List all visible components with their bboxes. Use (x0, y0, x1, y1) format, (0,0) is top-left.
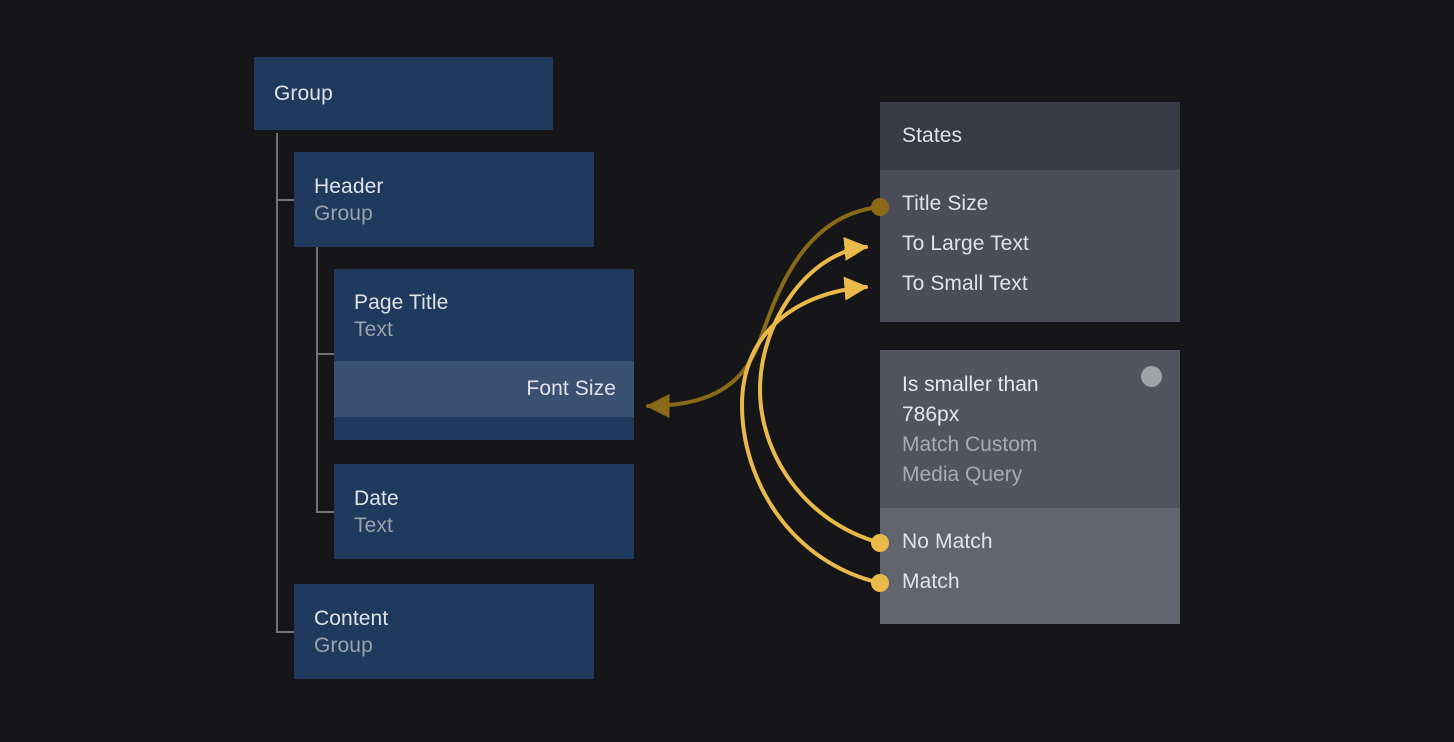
panel-media-query[interactable]: Is smaller than 786px Match Custom Media… (880, 350, 1180, 624)
state-row-title-size[interactable]: Title Size (880, 184, 1180, 224)
tree-node-date[interactable]: Date Text (334, 464, 634, 559)
panel-media-query-title: Is smaller than 786px (902, 373, 1039, 426)
tree-node-page-title[interactable]: Page Title Text Font Size (334, 269, 634, 440)
tree-node-content-body: Content Group (294, 584, 594, 679)
tree-node-content-subtitle: Group (314, 633, 373, 657)
state-label-title-size: Title Size (902, 192, 989, 215)
property-row-font-size[interactable]: Font Size (334, 361, 634, 417)
panel-states-title: States (902, 124, 963, 147)
output-label-match: Match (902, 570, 960, 593)
tree-node-header-title: Header (314, 174, 384, 198)
state-label-to-small-text: To Small Text (902, 272, 1028, 295)
tree-node-date-title: Date (354, 486, 399, 510)
tree-node-date-subtitle: Text (354, 513, 393, 537)
tree-node-content[interactable]: Content Group (294, 584, 594, 679)
tree-node-header-body: Header Group (294, 152, 594, 247)
panel-media-query-header: Is smaller than 786px Match Custom Media… (880, 350, 1180, 508)
tree-node-group-title: Group (274, 82, 333, 105)
output-row-match[interactable]: Match (880, 562, 1180, 602)
panel-states-header: States (880, 102, 1180, 170)
panel-states-body: Title Size To Large Text To Small Text (880, 170, 1180, 322)
tree-node-group[interactable]: Group (254, 57, 553, 130)
tree-node-page-title-title: Page Title (354, 291, 449, 314)
property-label-font-size: Font Size (526, 377, 616, 400)
tree-node-page-title-body: Page Title Text (334, 269, 634, 361)
state-row-to-small-text[interactable]: To Small Text (880, 264, 1180, 304)
tree-node-header-subtitle: Group (314, 201, 373, 225)
state-label-to-large-text: To Large Text (902, 232, 1029, 255)
output-row-no-match[interactable]: No Match (880, 522, 1180, 562)
panel-states[interactable]: States Title Size To Large Text To Small… (880, 102, 1180, 322)
panel-media-query-subtitle: Match Custom Media Query (902, 433, 1038, 486)
status-dot-icon (1141, 366, 1162, 387)
state-row-to-large-text[interactable]: To Large Text (880, 224, 1180, 264)
tree-node-header[interactable]: Header Group (294, 152, 594, 247)
tree-node-date-body: Date Text (334, 464, 634, 559)
tree-node-page-title-subtitle: Text (354, 318, 393, 341)
panel-media-query-outputs: No Match Match (880, 508, 1180, 624)
tree-node-group-body: Group (254, 57, 553, 130)
tree-node-content-title: Content (314, 606, 389, 630)
output-label-no-match: No Match (902, 530, 993, 553)
